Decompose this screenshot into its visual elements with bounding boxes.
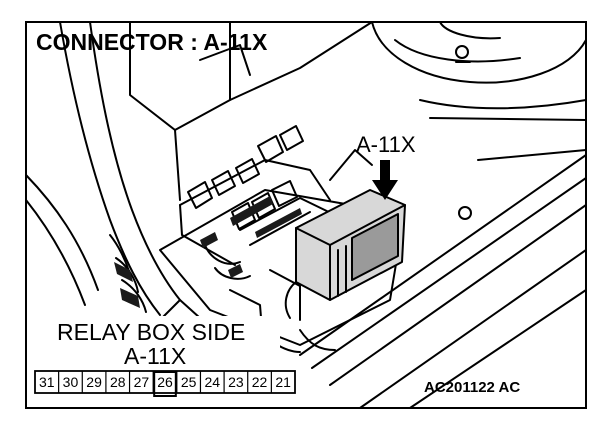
pin-number: 24	[204, 374, 220, 390]
pin-number: 30	[63, 374, 79, 390]
pin-number: 25	[181, 374, 197, 390]
engine-bay-illustration	[25, 21, 587, 409]
connector-pin-21: 21	[270, 371, 291, 393]
figure-code: AC201122 AC	[424, 379, 520, 396]
pin-number: 29	[86, 374, 102, 390]
pin-number: 31	[39, 374, 55, 390]
pin-number: 28	[110, 374, 126, 390]
pin-number: 26	[157, 374, 173, 390]
connector-pin-29: 29	[81, 371, 102, 393]
pin-number: 21	[275, 374, 291, 390]
connector-pin-30: 30	[58, 371, 79, 393]
pin-number: 27	[134, 374, 150, 390]
connector-pin-25: 25	[176, 371, 197, 393]
connector-pin-27: 27	[128, 371, 150, 393]
connector-pin-22: 22	[247, 371, 268, 393]
connector-callout: A-11X	[356, 132, 416, 200]
connector-pin-23: 23	[223, 371, 244, 393]
connector-pin-31: 31	[39, 374, 55, 390]
connector-pin-24: 24	[199, 371, 220, 393]
highlighted-pin-box	[153, 371, 177, 397]
pin-number: 22	[252, 374, 268, 390]
pin-number: 23	[228, 374, 244, 390]
connector-pin-layout: 31 30 29 28 27 26 25 24 23 22 21	[34, 370, 296, 397]
down-arrow-icon	[372, 160, 398, 200]
connector-pin-26: 26	[152, 371, 177, 397]
relay-box-connector-label: A-11X	[124, 343, 186, 369]
relay-box-side-label: RELAY BOX SIDE	[57, 319, 245, 345]
connector-pin-28: 28	[105, 371, 126, 393]
diagram-title: CONNECTOR : A-11X	[36, 29, 268, 55]
illustration-shading	[114, 196, 302, 308]
callout-label: A-11X	[356, 132, 416, 157]
